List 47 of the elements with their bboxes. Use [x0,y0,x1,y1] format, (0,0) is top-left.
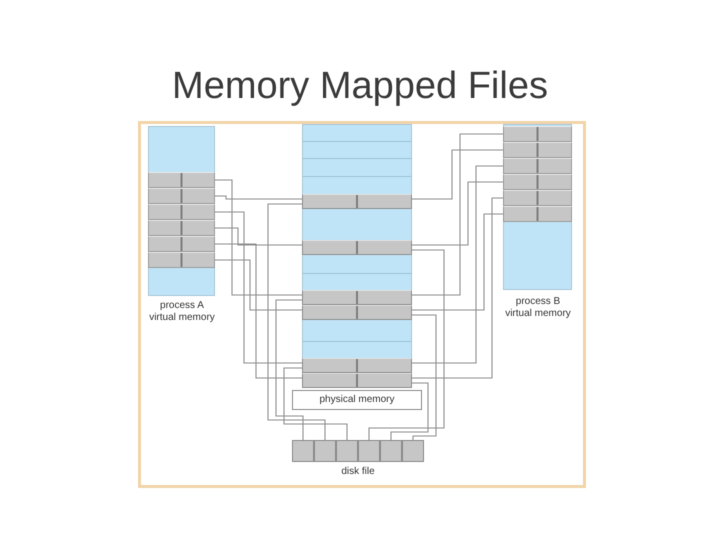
mapping-line [368,249,445,440]
mapping-line [215,211,302,364]
mapping-line [412,314,437,440]
mapping-line [215,243,302,379]
disk-block [358,440,380,462]
mapping-line [412,213,503,311]
column-label: disk file [340,466,376,478]
memory-frame [302,290,412,305]
page-row [503,206,572,222]
mapping-line [390,382,429,440]
memory-frame [302,373,412,388]
memory-frame [302,358,412,373]
page-row [148,220,215,236]
mapping-line [412,181,503,246]
mapping-line [215,195,302,200]
disk-block [292,440,314,462]
mapping-line [283,367,348,440]
page-row [503,126,572,142]
memory-frame [302,305,412,320]
mapping-line [412,197,503,379]
slide-title: Memory Mapped Files [172,64,548,108]
mapping-line [215,259,302,311]
memory-label: physical memory [292,390,422,410]
page-row [148,204,215,220]
page-row [503,142,572,158]
disk-block [380,440,402,462]
memory-frame [302,194,412,209]
mapping-line [215,179,302,296]
mapping-line [412,165,503,364]
disk-block [336,440,358,462]
mapping-line [412,133,503,296]
page-row [503,158,572,174]
page-row [503,174,572,190]
page-row [148,172,215,188]
mapping-line [215,227,302,246]
disk-block [402,440,424,462]
column-label: process A virtual memory [148,300,216,324]
mapping-line [412,149,503,200]
memory-frame [302,240,412,255]
page-row [148,188,215,204]
page-row [148,236,215,252]
mapping-line [275,299,304,440]
column-label: process B virtual memory [504,296,572,320]
page-row [503,190,572,206]
page-row [148,252,215,268]
mapping-line [267,203,326,440]
disk-block [314,440,336,462]
